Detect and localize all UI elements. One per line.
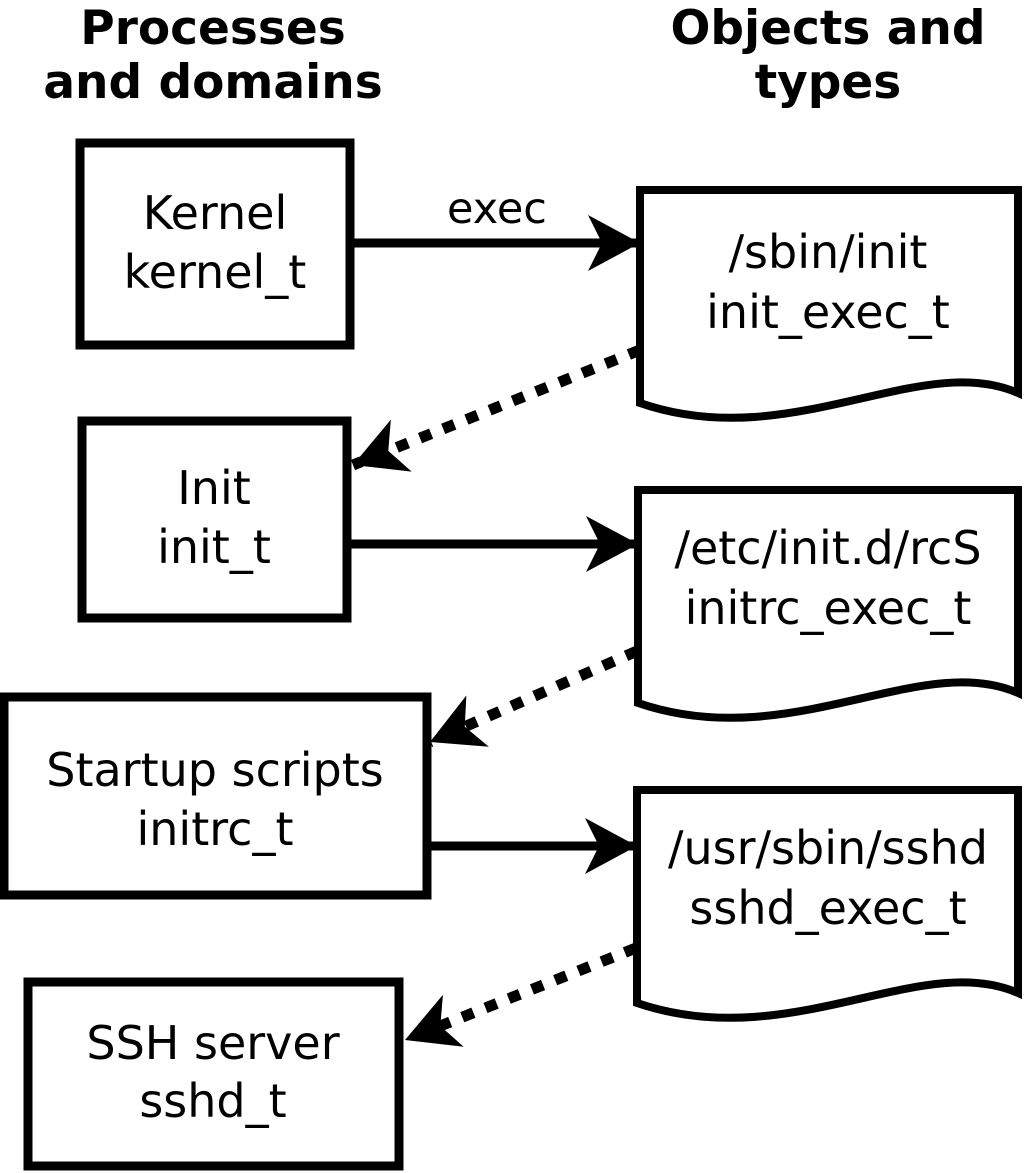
object-node-etc-initd-rcS: /etc/init.d/rcS initrc_exec_t <box>634 486 1022 722</box>
left-column-title-line1: Processes <box>80 1 345 56</box>
object-node-usr-sbin-sshd: /usr/sbin/sshd sshd_exec_t <box>633 786 1022 1022</box>
process-node-init: Init init_t <box>77 416 352 623</box>
process-domain-type: sshd_t <box>139 1074 286 1128</box>
object-path: /usr/sbin/sshd <box>668 821 988 875</box>
object-path: /sbin/init <box>729 225 928 279</box>
object-node-document <box>633 786 1022 1022</box>
object-type: init_exec_t <box>706 285 950 339</box>
column-header-objects: Objects and types <box>670 1 985 110</box>
transition-arrow-to-sshd-t <box>402 942 639 1047</box>
process-domain-type: initrc_t <box>137 802 294 856</box>
column-header-processes: Processes and domains <box>43 1 382 110</box>
process-node-box <box>0 692 432 900</box>
process-node-box <box>77 416 352 623</box>
process-node-box <box>23 977 404 1171</box>
process-name: Kernel <box>143 186 288 240</box>
object-type: initrc_exec_t <box>685 581 972 635</box>
right-column-title-line1: Objects and <box>670 1 985 56</box>
process-name: SSH server <box>86 1016 339 1070</box>
process-name: Startup scripts <box>46 743 384 797</box>
transition-arrow-to-initrc-t <box>427 645 640 748</box>
left-column-title-line2: and domains <box>43 55 382 110</box>
process-node-ssh-server: SSH server sshd_t <box>23 977 404 1171</box>
process-node-startup-scripts: Startup scripts initrc_t <box>0 692 432 900</box>
process-node-kernel: Kernel kernel_t <box>75 138 355 350</box>
transition-arrow-to-init-t <box>350 344 643 472</box>
process-node-box <box>75 138 355 350</box>
process-domain-type: init_t <box>157 520 271 574</box>
process-domain-type: kernel_t <box>124 245 307 299</box>
process-name: Init <box>177 461 251 515</box>
transition-arrows <box>350 344 643 1047</box>
exec-arrows: exec <box>349 184 640 874</box>
exec-arrow-label: exec <box>447 184 547 234</box>
object-path: /etc/init.d/rcS <box>674 521 981 575</box>
object-node-sbin-init: /sbin/init init_exec_t <box>636 186 1022 422</box>
right-column-title-line2: types <box>755 55 902 110</box>
object-node-document <box>636 186 1022 422</box>
object-node-document <box>634 486 1022 722</box>
object-type: sshd_exec_t <box>689 881 966 935</box>
